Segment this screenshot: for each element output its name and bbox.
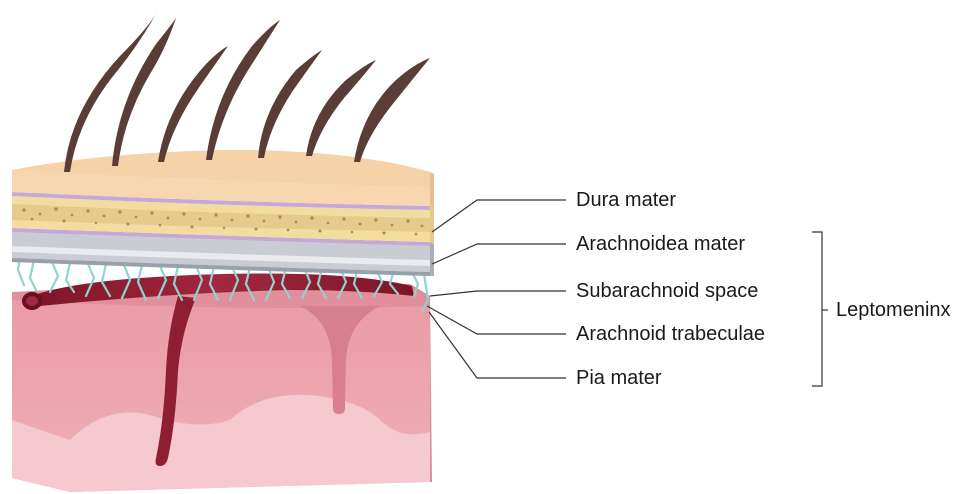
- pointer-dura: [432, 200, 566, 232]
- label-arachnoidea-mater: Arachnoidea mater: [576, 233, 745, 255]
- label-pia-mater: Pia mater: [576, 367, 662, 389]
- label-dura-mater: Dura mater: [576, 189, 676, 211]
- label-leptomeninx: Leptomeninx: [836, 299, 951, 321]
- pointer-arachnoidea: [432, 244, 566, 264]
- pointer-subarachnoid: [430, 291, 566, 296]
- label-subarachnoid-space: Subarachnoid space: [576, 280, 758, 302]
- pointer-pia: [429, 312, 566, 378]
- pointer-lines: [427, 200, 566, 378]
- leptomeninx-bracket: [812, 232, 828, 386]
- brain-tissue: [12, 284, 432, 492]
- pointer-trabeculae: [427, 306, 566, 334]
- hair-icon: [64, 10, 430, 172]
- label-arachnoid-trabeculae: Arachnoid trabeculae: [576, 323, 765, 345]
